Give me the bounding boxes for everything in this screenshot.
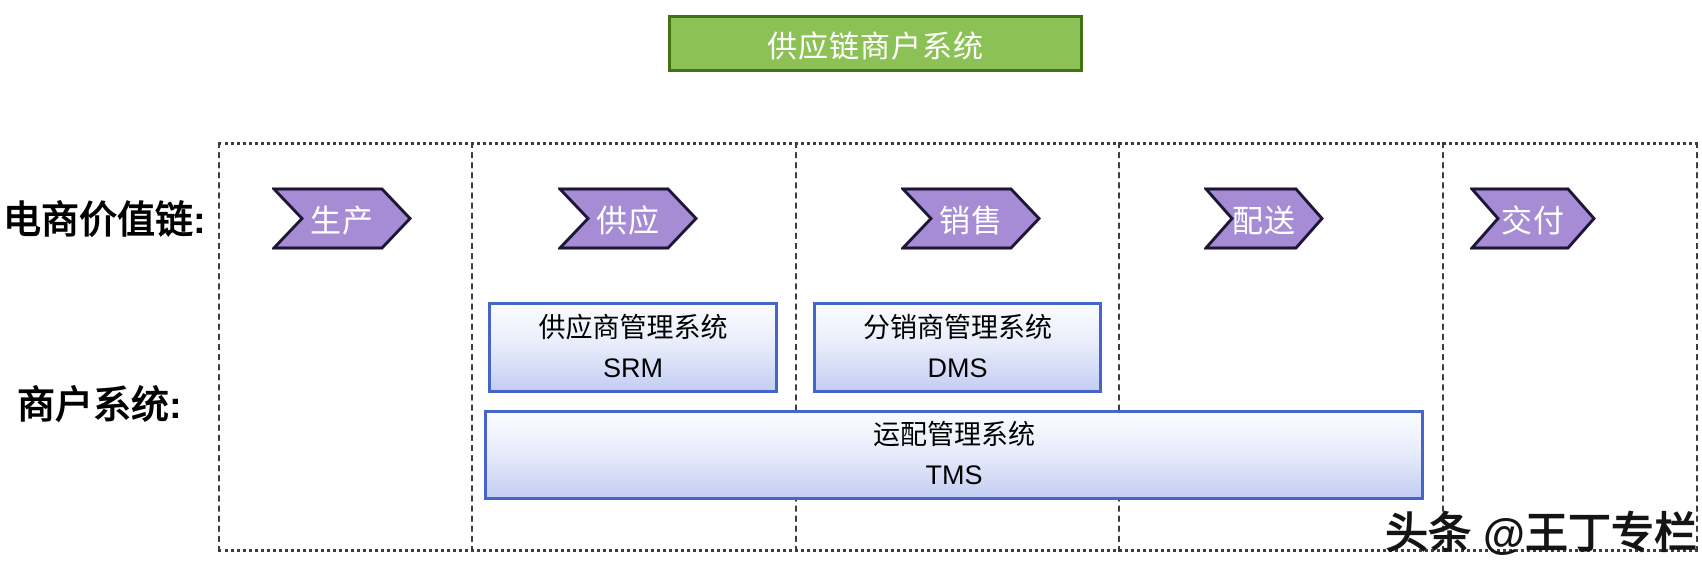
step-label: 交付	[1501, 204, 1565, 239]
system-abbr: DMS	[927, 352, 988, 383]
system-name: 分销商管理系统	[863, 312, 1052, 343]
step-label: 生产	[310, 204, 374, 239]
column-divider-2	[795, 142, 797, 552]
watermark: 头条 @王丁专栏	[1385, 510, 1697, 558]
column-divider-1	[471, 142, 473, 552]
step-label: 销售	[939, 204, 1003, 239]
chevron-arrow-icon	[1204, 187, 1324, 250]
chevron-arrow-icon	[272, 187, 412, 250]
row-label-value-chain: 电商价值链:	[3, 200, 206, 242]
system-box-dms: 分销商管理系统 DMS	[813, 302, 1102, 393]
system-name: 供应商管理系统	[538, 312, 728, 343]
value-chain-step-delivery: 交付	[1470, 187, 1596, 250]
chevron-arrow-icon	[558, 187, 698, 250]
step-label: 供应	[596, 204, 660, 239]
step-label: 配送	[1232, 204, 1296, 239]
column-divider-4	[1442, 142, 1444, 552]
column-divider-3	[1118, 142, 1120, 552]
system-abbr: TMS	[925, 460, 983, 490]
system-abbr: SRM	[603, 352, 663, 383]
row-label-merchant-system: 商户系统:	[17, 385, 182, 427]
value-chain-step-sales: 销售	[901, 187, 1041, 250]
value-chain-step-production: 生产	[272, 187, 412, 250]
system-box-srm: 供应商管理系统 SRM	[488, 302, 778, 393]
chevron-arrow-icon	[1470, 187, 1596, 250]
dashed-frame	[218, 142, 1698, 552]
value-chain-step-distribution: 配送	[1204, 187, 1324, 250]
chevron-arrow-icon	[901, 187, 1041, 250]
system-name: 运配管理系统	[873, 420, 1035, 450]
value-chain-step-supply: 供应	[558, 187, 698, 250]
diagram-title-box: 供应链商户系统	[668, 15, 1083, 72]
system-box-tms: 运配管理系统 TMS	[484, 410, 1424, 500]
